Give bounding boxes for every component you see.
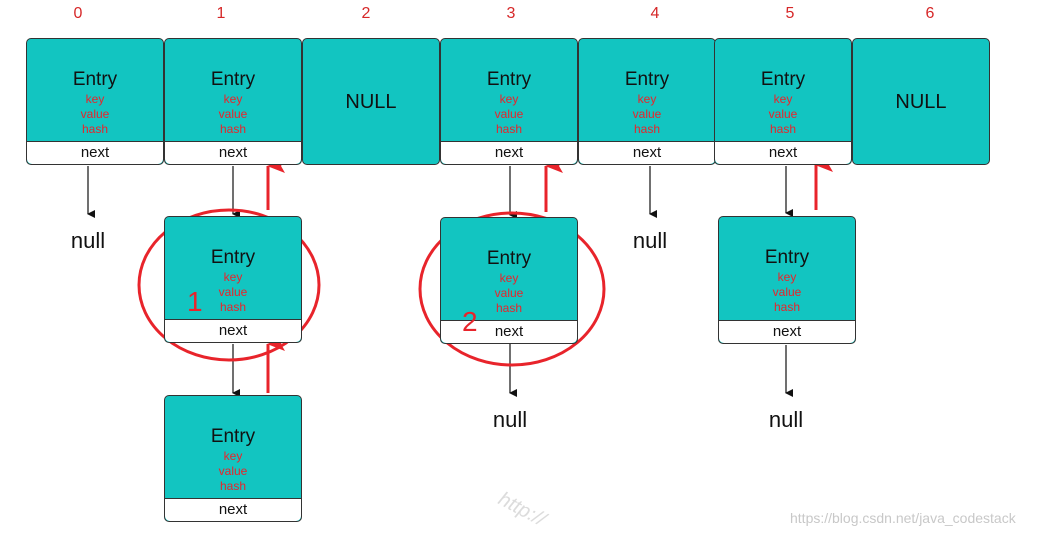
entry-field-key: key (223, 449, 243, 463)
entry-field-value: value (768, 107, 798, 121)
entry-field-hash: hash (219, 479, 247, 493)
circle-label-1: 1 (187, 286, 203, 317)
entry-box-3: Entry key value hash next (440, 38, 578, 165)
entry-box-0: Entry key value hash next (26, 38, 164, 165)
entry-next-pointer: next (27, 141, 163, 164)
entry-field-key: key (85, 92, 105, 106)
entry-field-hash: hash (219, 122, 247, 136)
bucket-index-2: 2 (361, 5, 371, 22)
entry-next-pointer: next (165, 498, 301, 521)
entry-field-key: key (499, 271, 519, 285)
entry-next-pointer: next (441, 320, 577, 343)
entry-field-key: key (777, 270, 797, 284)
chain-entry-5a: Entry key value hash next (718, 216, 856, 344)
entry-field-value: value (494, 107, 524, 121)
entry-field-value: value (218, 107, 248, 121)
null-slot-label: NULL (345, 91, 397, 113)
bucket-index-4: 4 (650, 5, 660, 22)
chain-entry-3a: Entry key value hash next (440, 217, 578, 344)
entry-next-pointer: next (165, 141, 301, 164)
entry-field-hash: hash (769, 122, 797, 136)
entry-next-pointer: next (719, 320, 855, 343)
entry-field-hash: hash (219, 300, 247, 314)
bucket-index-6: 6 (925, 5, 935, 22)
entry-title: Entry (210, 69, 256, 90)
entry-next-pointer: next (165, 319, 301, 342)
entry-field-value: value (494, 286, 524, 300)
entry-box-1: Entry key value hash next (164, 38, 302, 165)
entry-field-value: value (218, 285, 248, 299)
entry-title: Entry (764, 247, 810, 268)
bucket-index-3: 3 (506, 5, 516, 22)
entry-field-hash: hash (495, 301, 523, 315)
empty-bucket-2: NULL (302, 38, 440, 165)
entry-next-pointer: next (441, 141, 577, 164)
entry-field-value: value (218, 464, 248, 478)
entry-box-5: Entry key value hash next (714, 38, 852, 165)
null-terminator-5: null (768, 407, 804, 432)
bucket-index-1: 1 (216, 5, 226, 22)
chain-entry-1a: Entry key value hash next (164, 216, 302, 343)
entry-field-hash: hash (495, 122, 523, 136)
highlight-circle-2 (418, 211, 606, 367)
entry-field-value: value (80, 107, 110, 121)
entry-title: Entry (624, 69, 670, 90)
bucket-index-5: 5 (785, 5, 795, 22)
entry-title: Entry (760, 69, 806, 90)
entry-next-pointer: next (715, 141, 851, 164)
entry-field-hash: hash (81, 122, 109, 136)
entry-field-key: key (499, 92, 519, 106)
entry-field-key: key (223, 270, 243, 284)
null-terminator-3: null (492, 407, 528, 432)
entry-title: Entry (486, 248, 532, 269)
entry-title: Entry (486, 69, 532, 90)
highlight-circle-1 (137, 208, 321, 362)
bucket-index-0: 0 (73, 5, 83, 22)
entry-box-4: Entry key value hash next (578, 38, 716, 165)
entry-field-value: value (772, 285, 802, 299)
entry-title: Entry (72, 69, 118, 90)
watermark-footer: https://blog.csdn.net/java_codestack (790, 510, 1016, 526)
entry-field-key: key (223, 92, 243, 106)
circle-label-2: 2 (462, 306, 478, 337)
entry-field-value: value (632, 107, 662, 121)
entry-field-key: key (773, 92, 793, 106)
empty-bucket-6: NULL (852, 38, 990, 165)
entry-title: Entry (210, 426, 256, 447)
null-terminator-0: null (70, 228, 106, 253)
entry-next-pointer: next (579, 141, 715, 164)
entry-field-hash: hash (773, 300, 801, 314)
entry-field-key: key (637, 92, 657, 106)
null-slot-label: NULL (895, 91, 947, 113)
entry-field-hash: hash (633, 122, 661, 136)
null-terminator-4: null (632, 228, 668, 253)
chain-entry-1b: Entry key value hash next (164, 395, 302, 522)
entry-title: Entry (210, 247, 256, 268)
